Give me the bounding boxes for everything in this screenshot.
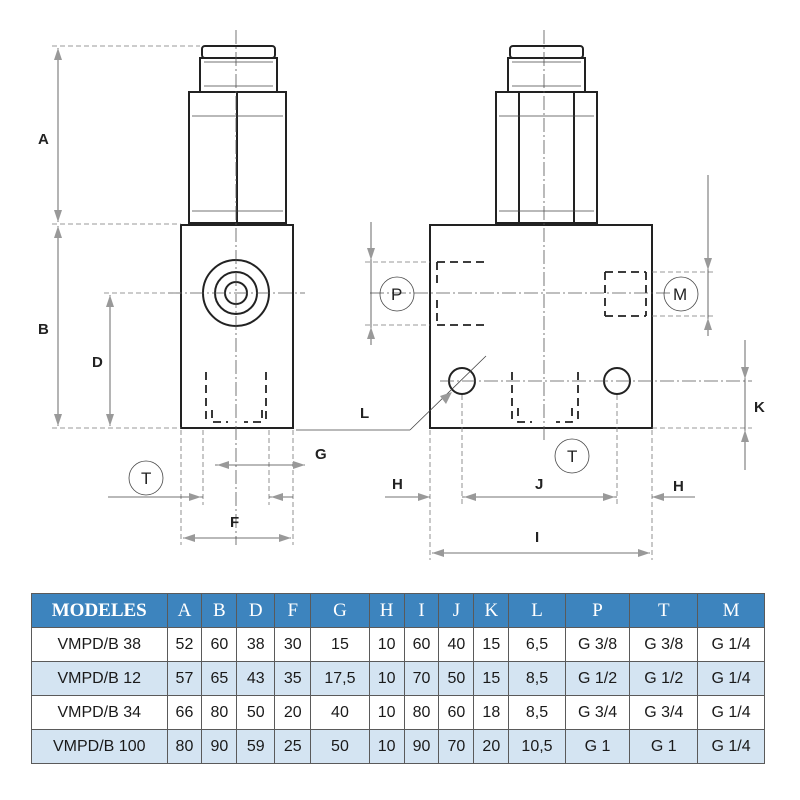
table-cell: VMPD/B 38 [31,627,168,662]
table-cell: 10 [368,661,405,696]
table-cell: 90 [201,729,238,764]
header-f: F [274,593,312,628]
table-cell: 66 [166,695,203,730]
header-b: B [201,593,238,628]
header-p: P [564,593,631,628]
table-cell: 15 [310,627,370,662]
table-cell: G 3/8 [564,627,631,662]
table-cell: 50 [438,661,475,696]
table-cell: 70 [403,661,440,696]
dim-label-h-left: H [392,476,403,493]
table-cell: G 1 [564,729,631,764]
table-cell: 70 [438,729,475,764]
dim-label-h-right: H [673,478,684,495]
table-cell: 40 [310,695,370,730]
header-k: K [473,593,510,628]
dim-label-d: D [92,354,103,371]
table-cell: 6,5 [508,627,566,662]
dim-label-b: B [38,321,49,338]
header-j: J [438,593,475,628]
table-cell: G 1/4 [697,661,765,696]
table-cell: 10,5 [508,729,566,764]
table-cell: 20 [473,729,510,764]
port-label-m: M [673,285,687,304]
table-cell: 18 [473,695,510,730]
table-row: VMPD/B 34 66 80 50 20 40 10 80 60 18 8,5… [31,695,765,730]
dim-label-f: F [230,514,239,531]
header-i: I [403,593,440,628]
port-label-t-side: T [141,469,151,488]
table-cell: 52 [166,627,203,662]
table-cell: 50 [310,729,370,764]
table-cell: 57 [166,661,203,696]
header-h: H [368,593,405,628]
table-cell: VMPD/B 34 [31,695,168,730]
table-cell: 17,5 [310,661,370,696]
table-cell: 50 [236,695,276,730]
port-label-t-front: T [567,447,577,466]
header-a: A [166,593,203,628]
table-cell: VMPD/B 12 [31,661,168,696]
table-cell: 15 [473,661,510,696]
table-row: VMPD/B 12 57 65 43 35 17,5 10 70 50 15 8… [31,661,765,696]
table-row: VMPD/B 38 52 60 38 30 15 10 60 40 15 6,5… [31,627,765,662]
table-cell: 59 [236,729,276,764]
technical-drawing: A B D F G T [38,30,765,560]
table-cell: 43 [236,661,276,696]
table-cell: 8,5 [508,661,566,696]
table-cell: 60 [438,695,475,730]
table-cell: 10 [368,729,405,764]
table-cell: 60 [403,627,440,662]
table-cell: 65 [201,661,238,696]
table-cell: 80 [403,695,440,730]
table-cell: 35 [274,661,312,696]
table-cell: 8,5 [508,695,566,730]
table-cell: 80 [201,695,238,730]
table-cell: G 3/4 [629,695,699,730]
table-cell: 25 [274,729,312,764]
header-t: T [629,593,699,628]
header-l: L [508,593,566,628]
table-cell: G 3/4 [564,695,631,730]
table-cell: G 1 [629,729,699,764]
port-label-p: P [391,285,402,304]
table-cell: G 1/2 [629,661,699,696]
table-cell: 10 [368,695,405,730]
table-cell: G 1/4 [697,729,765,764]
table-cell: VMPD/B 100 [31,729,168,764]
header-g: G [310,593,370,628]
table-cell: 80 [166,729,203,764]
header-modeles: MODELES [31,593,168,628]
table-cell: 15 [473,627,510,662]
header-m: M [697,593,765,628]
side-view: A B D F G T [38,30,327,545]
table-header-row: MODELES A B D F G H I J K L P T M [31,593,765,628]
dimensions-table: MODELES A B D F G H I J K L P T M VMPD/B… [31,593,765,764]
table-cell: 40 [438,627,475,662]
table-cell: G 1/2 [564,661,631,696]
table-cell: 90 [403,729,440,764]
table-cell: G 3/8 [629,627,699,662]
header-d: D [236,593,276,628]
dim-label-i: I [535,529,539,546]
table-row: VMPD/B 100 80 90 59 25 50 10 90 70 20 10… [31,729,765,764]
table-cell: 30 [274,627,312,662]
front-view: P M T K L H J H I [296,30,765,560]
dim-label-j: J [535,476,543,493]
table-cell: G 1/4 [697,695,765,730]
table-cell: G 1/4 [697,627,765,662]
table-cell: 10 [368,627,405,662]
table-cell: 38 [236,627,276,662]
dim-label-l: L [360,405,369,422]
dim-label-a: A [38,131,49,148]
table-cell: 20 [274,695,312,730]
table-cell: 60 [201,627,238,662]
dim-label-g: G [315,446,327,463]
dim-label-k: K [754,399,765,416]
